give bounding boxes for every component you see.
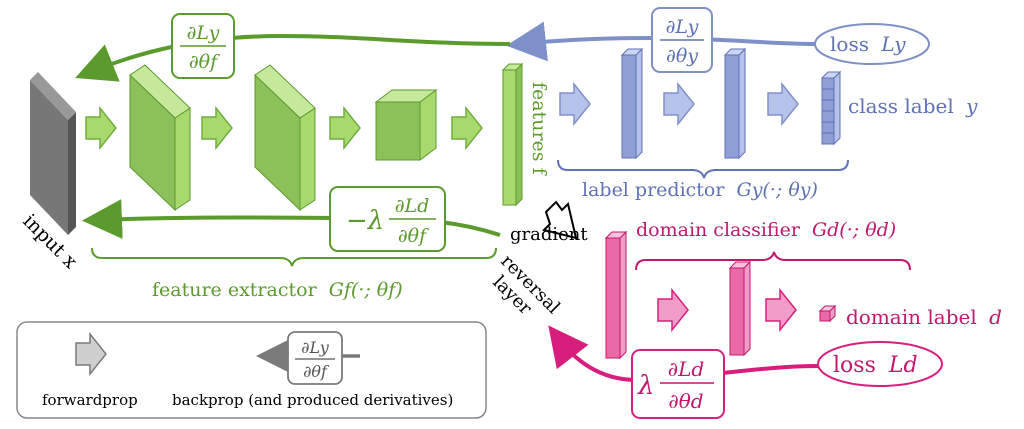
legend-forwardprop-label: forwardprop [42,391,138,409]
label-predictor-math: Gy(·; θy) [737,179,818,201]
forward-arrow-5 [559,81,591,127]
domain-label-text: domain label d [846,305,1002,329]
domain-classifier-layer-2 [728,260,752,357]
loss-d-word: loss [833,353,876,378]
legend-backprop-label: backprop (and produced derivatives) [172,391,453,409]
legend-forward-arrow [75,331,107,377]
feature-extractor-label: feature extractor Gf(·; θf) [152,279,403,301]
loss-d-var: Ld [888,353,918,378]
legend-frame [16,321,487,419]
features-label: features f [528,82,550,177]
features-vector [501,62,524,207]
forward-arrow-7 [767,81,799,127]
grl-label-line-1: gradient [510,224,588,245]
class-output-vector [820,70,842,146]
label-predictor-label: label predictor Gy(·; θy) [582,179,818,201]
derivative-prefix: −λ [346,206,384,236]
forward-arrow-3 [329,105,361,151]
label-predictor-brace [557,159,849,179]
forward-arrow-2 [201,105,233,151]
legend-derivative-numerator: ∂Ly [301,338,330,357]
legend-derivative-box: ∂Ly ∂θf [287,331,343,385]
loss-y-text: loss Ly [830,32,906,56]
forward-arrow-1 [85,105,117,151]
label-predictor-word: label predictor [582,179,725,201]
forward-arrow-8 [657,287,689,333]
domain-label-var: d [989,305,1002,329]
feature-extractor-math: Gf(·; θf) [329,279,403,301]
derivative-box-lambda-dLd-dthetad: λ ∂Ld ∂θd [631,349,725,419]
forward-arrow-9 [765,287,797,333]
loss-y-var: Ly [880,32,906,56]
domain-classifier-math: Gd(·; θd) [812,219,896,241]
grl-forward-arrow [542,200,578,240]
domain-classifier-label: domain classifier Gd(·; θd) [636,219,896,241]
derivative-box-neg-lambda-dLd-dthetaf: −λ ∂Ld ∂θf [329,186,446,252]
domain-classifier-brace [635,251,911,271]
domain-classifier-word: domain classifier [636,219,801,241]
domain-label-word: domain label [846,305,977,329]
loss-y-word: loss [830,32,869,56]
derivative-numerator: ∂Ly [187,22,220,44]
domain-classifier-layer-1 [604,230,628,360]
derivative-numerator: ∂Ld [395,195,430,217]
conv-volume-3 [374,89,438,161]
forward-arrow-4 [451,105,483,151]
grl-label: gradient [510,224,588,245]
domain-output-unit [818,304,837,323]
conv-volume-1 [129,64,191,212]
loss-d-text: loss Ld [833,353,918,378]
derivative-denominator: ∂θf [398,225,429,247]
class-label-var: y [965,94,978,118]
class-label-word: class label [848,94,954,118]
derivative-denominator: ∂θy [666,45,698,67]
conv-volume-2 [254,64,316,212]
derivative-numerator: ∂Ld [668,357,704,381]
input-layer [30,72,76,235]
backprop-arrow-label-predictor [506,21,816,62]
class-label-text: class label y [848,94,978,118]
forward-arrow-6 [663,81,695,127]
derivative-denominator: ∂θf [189,51,220,73]
derivative-numerator: ∂Ly [666,16,699,38]
feature-extractor-brace [91,247,497,267]
derivative-box-dLy-dthetay: ∂Ly ∂θy [651,7,713,73]
label-predictor-layer-2 [723,47,747,160]
derivative-denominator: ∂θd [668,389,703,413]
derivative-prefix: λ [637,371,654,401]
legend: forwardprop ∂Ly ∂θf backprop (and produc… [16,321,487,419]
label-predictor-layer-1 [620,47,644,160]
feature-extractor-word: feature extractor [152,279,318,301]
derivative-box-dLy-dthetaf: ∂Ly ∂θf [171,13,235,79]
legend-derivative-denominator: ∂θf [303,362,330,381]
backprop-arrow-feature-extractor-top [75,33,511,82]
